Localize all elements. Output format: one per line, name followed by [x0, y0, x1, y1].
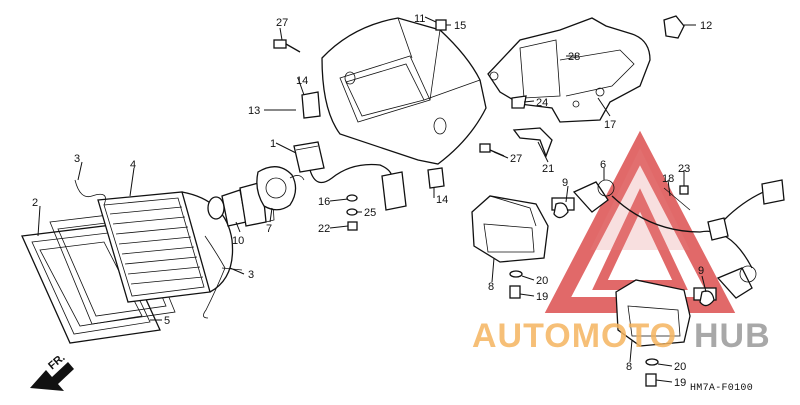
- part-label: 11: [414, 13, 425, 25]
- part-label: 19: [536, 291, 548, 303]
- part-label: 12: [700, 20, 712, 32]
- watermark-text-b: HUB: [694, 317, 771, 355]
- part-label: 17: [604, 119, 616, 131]
- winker-left: [471, 179, 615, 263]
- part-label: 5: [164, 315, 170, 327]
- figure-code: HM7A-F0100: [690, 383, 753, 394]
- part-label: 10: [232, 235, 244, 247]
- leader-lines: [37, 16, 707, 383]
- part-number-labels: 27 11 15 12 14 13 1 28 24 17 3 4 2 10 7 …: [32, 13, 712, 389]
- front-direction-arrow: [30, 362, 74, 391]
- part-label: 14: [436, 194, 448, 206]
- part-label: 8: [488, 281, 494, 293]
- part-label: 9: [698, 265, 704, 277]
- part-label: 28: [568, 51, 580, 63]
- part-label: 6: [600, 159, 606, 171]
- wire-harness: [293, 141, 407, 211]
- mounting-stay: [487, 15, 685, 123]
- part-label: 7: [266, 223, 272, 235]
- part-label: 20: [674, 361, 686, 373]
- part-label: 23: [678, 163, 690, 175]
- part-label: 16: [318, 196, 330, 208]
- part-label: 19: [674, 377, 686, 389]
- part-label: 2: [32, 197, 38, 209]
- part-label: 25: [364, 207, 376, 219]
- part-label: 15: [454, 20, 466, 32]
- headlight-case: [301, 17, 487, 189]
- part-label: 27: [276, 17, 288, 29]
- part-label: 13: [248, 105, 260, 117]
- small-hardware: [346, 185, 715, 387]
- winker-right: [615, 265, 757, 347]
- winker-wiring: [611, 179, 785, 269]
- part-label: 3: [248, 269, 254, 281]
- part-label: 4: [130, 159, 136, 171]
- part-label: 1: [270, 138, 276, 150]
- headlight-lens-group: [21, 179, 243, 344]
- part-label: 8: [626, 361, 632, 373]
- watermark-text: AUTOMOTO HUB: [472, 317, 771, 355]
- part-label: 14: [296, 75, 308, 87]
- part-label: 9: [562, 177, 568, 189]
- bulb-and-socket: [207, 166, 305, 227]
- part-label: 27: [510, 153, 522, 165]
- part-label: 20: [536, 275, 548, 287]
- part-label: 24: [536, 97, 548, 109]
- part-label: 21: [542, 163, 554, 175]
- part-label: 22: [318, 223, 330, 235]
- watermark-text-a: AUTOMOTO: [472, 317, 677, 355]
- part-label: 3: [74, 153, 80, 165]
- part-label: 18: [662, 173, 674, 185]
- bracket-21: [512, 127, 553, 158]
